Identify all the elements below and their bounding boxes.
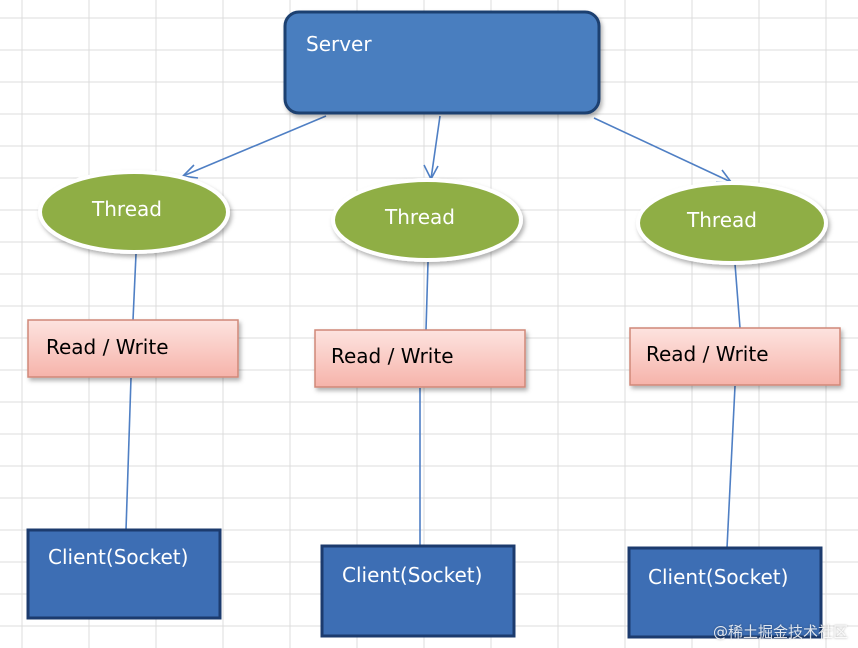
- client-label: Client(Socket): [48, 545, 188, 569]
- read-write-label: Read / Write: [331, 344, 454, 368]
- line-rw-3-to-client-3: [726, 385, 736, 549]
- thread-label: Thread: [686, 208, 757, 232]
- client-label: Client(Socket): [648, 565, 788, 589]
- line-thread-3-to-rw-3: [734, 263, 741, 329]
- arrow-server-to-thread-2: [430, 115, 441, 180]
- line-thread-2-to-rw-2: [425, 261, 429, 331]
- read-write-node-3: Read / Write: [629, 327, 841, 386]
- arrow-server-to-thread-3: [593, 117, 732, 183]
- line-rw-1-to-client-1: [125, 377, 132, 531]
- watermark-text: @稀土掘金技术社区: [712, 623, 848, 641]
- thread-label: Thread: [91, 197, 162, 221]
- arrow-server-to-thread-1: [182, 115, 327, 177]
- client-node-3: Client(Socket): [627, 546, 823, 639]
- thread-node-1: Thread: [38, 170, 230, 254]
- client-node-1: Client(Socket): [26, 528, 222, 620]
- read-write-label: Read / Write: [646, 342, 769, 366]
- server-node: Server: [283, 10, 601, 115]
- read-write-label: Read / Write: [46, 335, 169, 359]
- client-node-2: Client(Socket): [320, 544, 516, 638]
- read-write-node-2: Read / Write: [314, 329, 526, 388]
- thread-node-2: Thread: [331, 178, 523, 262]
- client-label: Client(Socket): [342, 563, 482, 587]
- read-write-node-1: Read / Write: [27, 319, 239, 378]
- server-label: Server: [306, 32, 372, 56]
- line-thread-1-to-rw-1: [132, 253, 137, 321]
- thread-node-3: Thread: [636, 181, 828, 265]
- thread-label: Thread: [384, 205, 455, 229]
- connectors: [125, 115, 741, 549]
